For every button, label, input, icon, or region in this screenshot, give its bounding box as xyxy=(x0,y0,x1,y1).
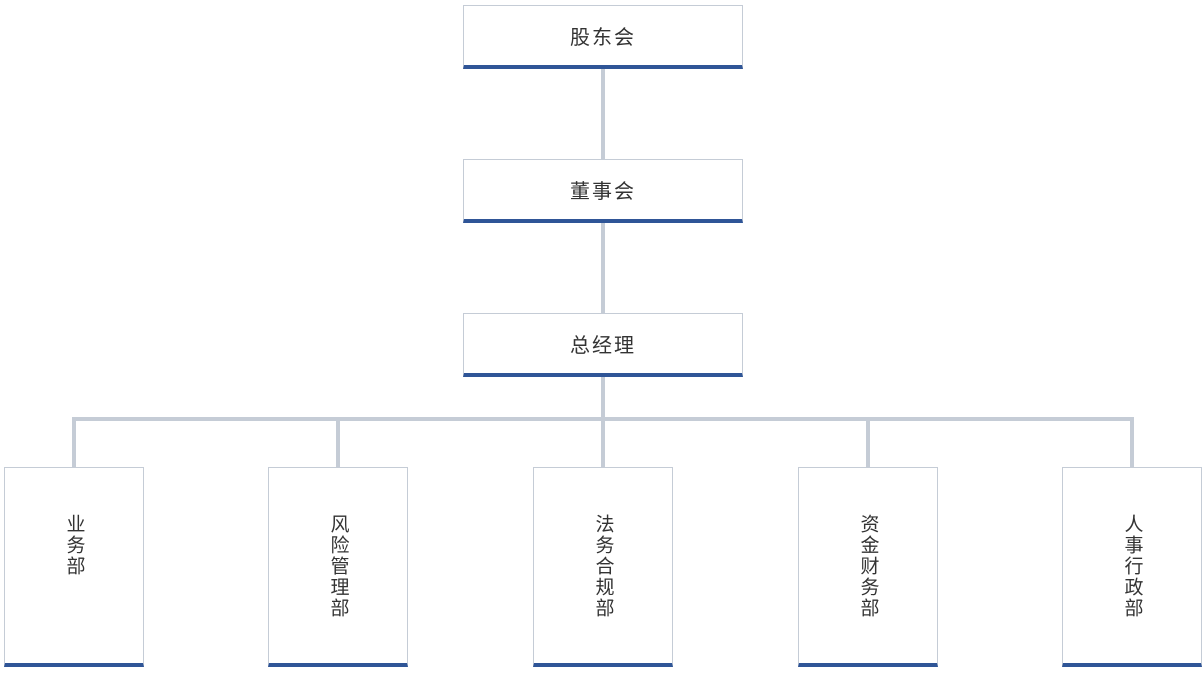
node-dept-risk: 风险管理部 xyxy=(268,467,408,667)
connector-dept-4 xyxy=(866,417,870,468)
node-board: 董事会 xyxy=(463,159,743,223)
node-dept-business-label: 业务部 xyxy=(65,514,84,577)
connector-dept-5 xyxy=(1130,417,1134,468)
connector-dept-1 xyxy=(72,417,76,468)
node-dept-legal: 法务合规部 xyxy=(533,467,673,667)
connector-shareholders-board xyxy=(601,68,605,160)
node-dept-hr: 人事行政部 xyxy=(1062,467,1202,667)
node-shareholders-label: 股东会 xyxy=(570,21,636,50)
node-dept-business: 业务部 xyxy=(4,467,144,667)
node-dept-hr-label: 人事行政部 xyxy=(1123,514,1142,619)
node-board-label: 董事会 xyxy=(570,175,636,204)
node-dept-finance: 资金财务部 xyxy=(798,467,938,667)
node-ceo-label: 总经理 xyxy=(570,329,636,358)
node-shareholders: 股东会 xyxy=(463,5,743,69)
connector-dept-3 xyxy=(601,417,605,468)
node-dept-finance-label: 资金财务部 xyxy=(859,514,878,619)
node-dept-risk-label: 风险管理部 xyxy=(329,514,348,619)
node-dept-legal-label: 法务合规部 xyxy=(594,514,613,619)
node-ceo: 总经理 xyxy=(463,313,743,377)
connector-dept-2 xyxy=(336,417,340,468)
connector-ceo-bus xyxy=(601,376,605,420)
connector-board-ceo xyxy=(601,222,605,314)
